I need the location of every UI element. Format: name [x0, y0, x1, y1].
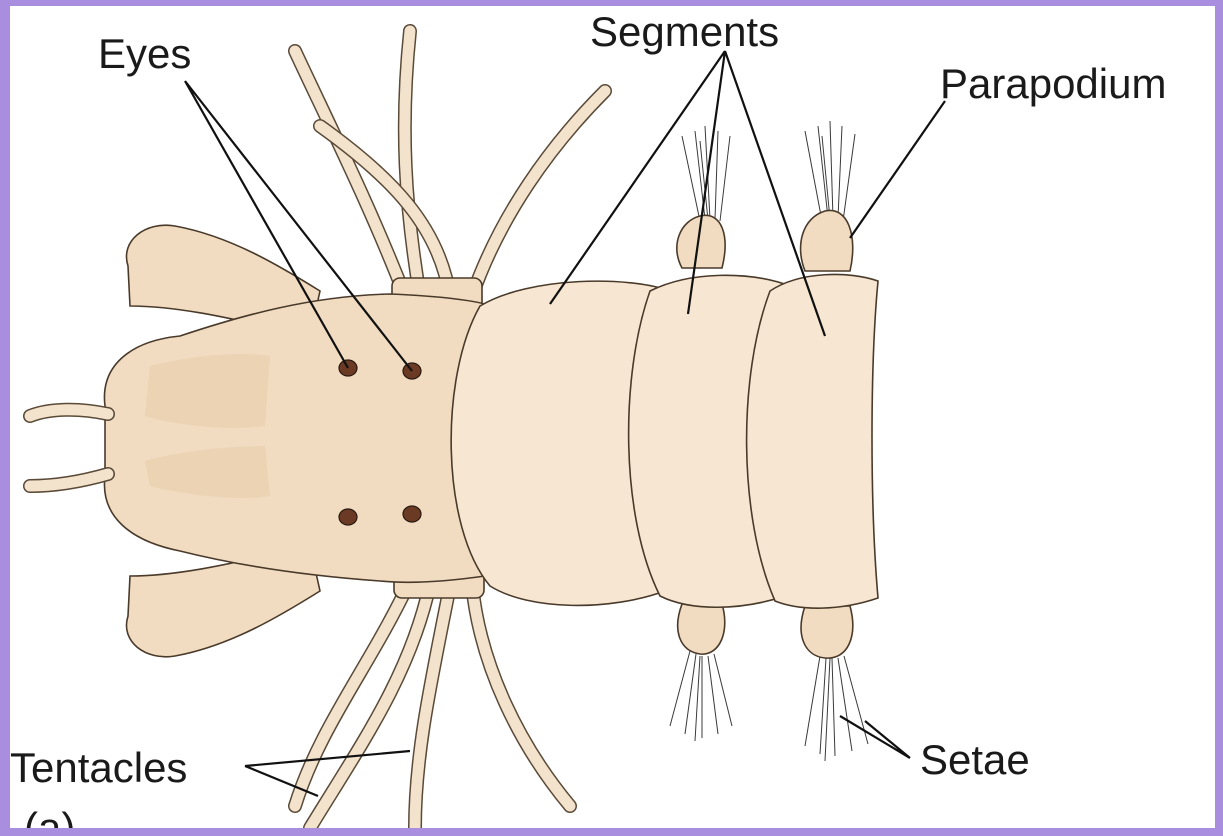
panel-letter-label: (a) — [24, 804, 75, 828]
eye-lower-right — [403, 506, 421, 522]
parapodium-label: Parapodium — [940, 60, 1166, 107]
diagram-frame: Eyes Segments Parapodium Tentacles Setae… — [10, 6, 1215, 828]
upper-tentacles — [295, 31, 605, 298]
segments-label: Segments — [590, 8, 779, 55]
eyes-label: Eyes — [98, 30, 191, 77]
setae-label: Setae — [920, 736, 1030, 783]
lower-tentacles — [295, 581, 570, 828]
tentacles-label: Tentacles — [10, 744, 187, 791]
polychaete-diagram: Eyes Segments Parapodium Tentacles Setae… — [10, 6, 1215, 828]
body-segments — [451, 274, 878, 608]
eye-lower-left — [339, 509, 357, 525]
